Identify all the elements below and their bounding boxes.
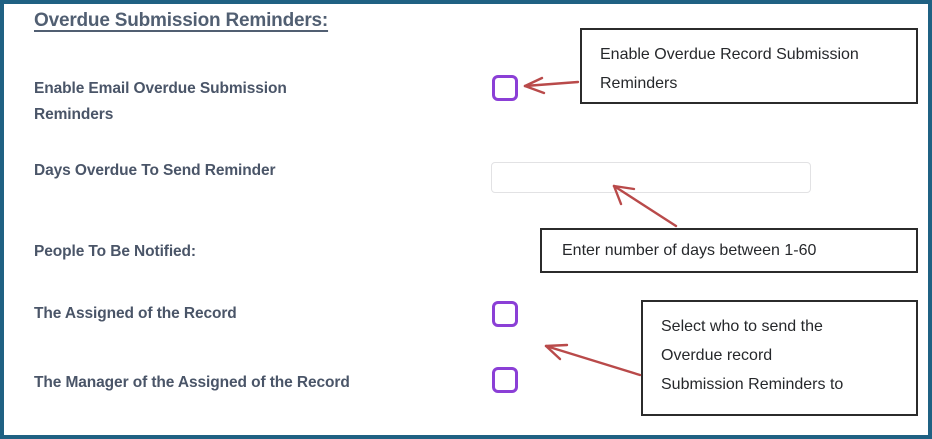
- page-title: Overdue Submission Reminders:: [34, 10, 329, 31]
- label-the-manager-of-the-assigned-of-the-record: The Manager of the Assigned of the Recor…: [34, 374, 350, 391]
- label-the-assigned-of-the-record: The Assigned of the Record: [34, 305, 237, 322]
- callout-select-who-to-send: Select who to send the Overdue record Su…: [641, 300, 918, 416]
- checkbox-the-assigned-of-the-record[interactable]: [492, 301, 518, 327]
- checkbox-the-manager-of-the-assigned-of-the-record[interactable]: [492, 367, 518, 393]
- checkbox-enable-email-overdue-submission-reminders[interactable]: [492, 75, 518, 101]
- callout-enter-number-of-days: Enter number of days between 1-60: [540, 228, 918, 273]
- label-enable-email-overdue-submission-reminders: Enable Email Overdue Submission Reminder…: [34, 80, 287, 123]
- callout-enable-overdue-record-submission-reminders: Enable Overdue Record Submission Reminde…: [580, 28, 918, 104]
- label-days-overdue-to-send-reminder: Days Overdue To Send Reminder: [34, 162, 276, 179]
- input-days-overdue-to-send-reminder[interactable]: [491, 162, 811, 193]
- label-people-to-be-notified: People To Be Notified:: [34, 243, 196, 260]
